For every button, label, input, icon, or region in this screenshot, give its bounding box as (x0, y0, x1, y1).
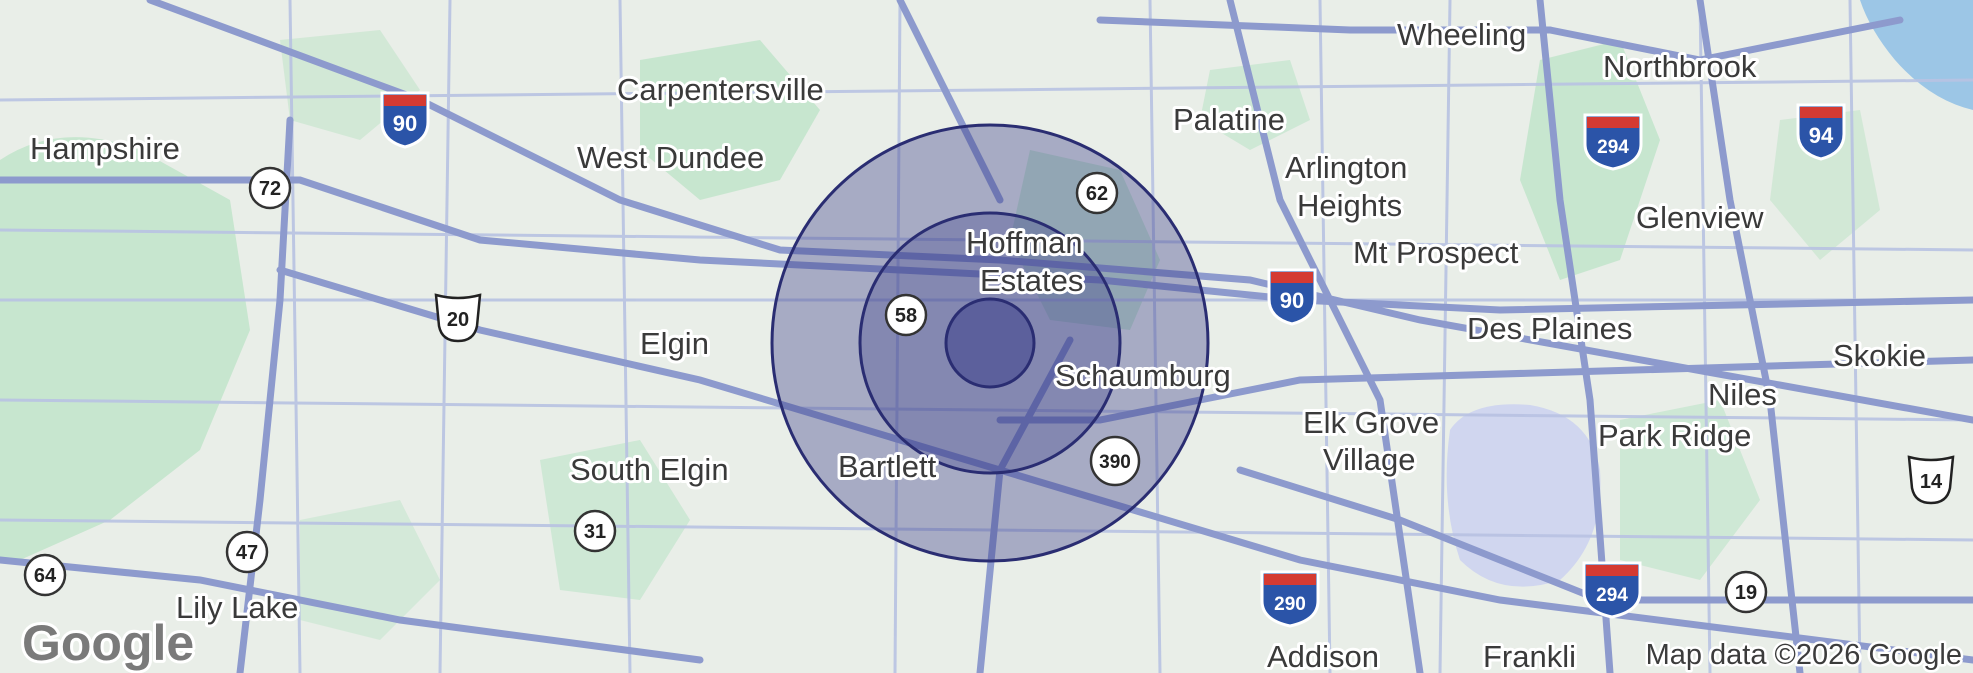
route-shield-i94: 94 (1796, 103, 1846, 161)
state-shield-body (573, 509, 617, 553)
route-shield-i294-north: 294 (1583, 113, 1643, 171)
us-shield-body (434, 293, 482, 343)
city-label-heights: Heights (1297, 188, 1402, 223)
reservoir-area (1446, 404, 1601, 587)
route-shield-state47: 47 (225, 530, 269, 574)
route-shield-us14: 14 (1907, 455, 1955, 505)
interstate-shield-body (1267, 268, 1317, 326)
map-attribution[interactable]: Map data ©2026 Google (1643, 637, 1964, 673)
city-label-lily-lake: Lily Lake (176, 590, 298, 625)
route-shield-number: 64 (34, 565, 57, 587)
city-label-west-dundee: West Dundee (577, 140, 764, 175)
route-shield-number: 72 (259, 178, 281, 200)
radius-rings (770, 123, 1210, 563)
interstate-shield-body (1583, 113, 1643, 171)
city-label-wheeling: Wheeling (1397, 17, 1526, 52)
state-shield-body (1075, 171, 1119, 215)
city-label-elgin: Elgin (640, 326, 709, 361)
route-shield-number: 90 (393, 111, 417, 136)
inner-ring[interactable] (944, 297, 1036, 389)
route-shield-i294-south: 294 (1582, 561, 1642, 619)
interstate-shield-band (1800, 107, 1842, 118)
state-shield-body (23, 553, 67, 597)
route-shield-state31: 31 (573, 509, 617, 553)
interstate-shield-band (1586, 565, 1638, 576)
route-shield-number: 31 (584, 521, 606, 543)
route-shield-state58: 58 (884, 293, 928, 337)
city-label-niles: Niles (1708, 377, 1777, 412)
city-label-park-ridge: Park Ridge (1598, 418, 1751, 453)
route-shield-i90-east: 90 (1267, 268, 1317, 326)
route-shield-state19: 19 (1724, 570, 1768, 614)
interstate-shield-body (1796, 103, 1846, 161)
city-label-arlington: Arlington (1285, 150, 1407, 185)
city-label-carpentersville: Carpentersville (617, 72, 824, 107)
city-label-addison: Addison (1267, 639, 1379, 673)
interstate-shield-band (1271, 272, 1313, 283)
route-shield-state64: 64 (23, 553, 67, 597)
route-shield-number: 20 (447, 309, 469, 331)
google-logo: Google (22, 615, 194, 671)
route-shields: 90 90 294 294 94 290 20 14 72 62 58 390 31 47 64 19 (23, 91, 1955, 628)
lake-michigan (1860, 0, 1973, 110)
city-label-elk-grove: Elk Grove (1303, 405, 1439, 440)
city-label-des-plaines: Des Plaines (1467, 311, 1632, 346)
interstate-shield-body (1582, 561, 1642, 619)
route-shield-number: 14 (1920, 471, 1943, 493)
route-shield-number: 294 (1597, 137, 1629, 158)
route-shield-i90-west: 90 (380, 91, 430, 149)
state-shield-body (225, 530, 269, 574)
route-shield-number: 58 (895, 305, 917, 327)
city-label-palatine: Palatine (1173, 102, 1285, 137)
interstate-shield-band (1587, 117, 1639, 128)
city-label-northbrook: Northbrook (1603, 49, 1757, 84)
state-shield-body (248, 166, 292, 210)
city-label-mt-prospect: Mt Prospect (1353, 235, 1519, 270)
route-shield-i290: 290 (1260, 570, 1320, 628)
interstate-shield-body (380, 91, 430, 149)
city-label-estates: Estates (980, 263, 1083, 298)
route-shield-number: 294 (1596, 585, 1628, 606)
city-label-bartlett: Bartlett (838, 449, 937, 484)
route-shield-number: 47 (236, 542, 258, 564)
interstate-shield-band (1264, 574, 1316, 585)
route-shield-number: 90 (1280, 288, 1304, 313)
route-shield-state72: 72 (248, 166, 292, 210)
city-label-village: Village (1323, 442, 1416, 477)
city-label-skokie: Skokie (1833, 338, 1926, 373)
interstate-shield-body (1260, 570, 1320, 628)
route-shield-state390: 390 (1089, 435, 1141, 487)
state-shield-body (1724, 570, 1768, 614)
city-label-hoffman: Hoffman (966, 225, 1083, 260)
city-label-frankli: Frankli (1483, 639, 1576, 673)
city-labels: Wheeling Northbrook Carpentersville Pala… (27, 14, 1929, 673)
city-label-schaumburg: Schaumburg (1055, 358, 1231, 393)
interstate-shield-band (384, 95, 426, 106)
city-label-south-elgin: South Elgin (570, 452, 729, 487)
route-shield-us20: 20 (434, 293, 482, 343)
route-shield-number: 290 (1274, 594, 1306, 615)
route-shield-number: 19 (1735, 582, 1757, 604)
route-shield-state62: 62 (1075, 171, 1119, 215)
city-label-glenview: Glenview (1636, 200, 1764, 235)
route-shield-number: 62 (1086, 183, 1108, 205)
route-shield-number: 94 (1809, 123, 1834, 148)
route-shield-number: 390 (1099, 452, 1131, 473)
city-label-hampshire: Hampshire (30, 131, 180, 166)
us-shield-body (1907, 455, 1955, 505)
state-shield-body (1089, 435, 1141, 487)
state-shield-body (884, 293, 928, 337)
